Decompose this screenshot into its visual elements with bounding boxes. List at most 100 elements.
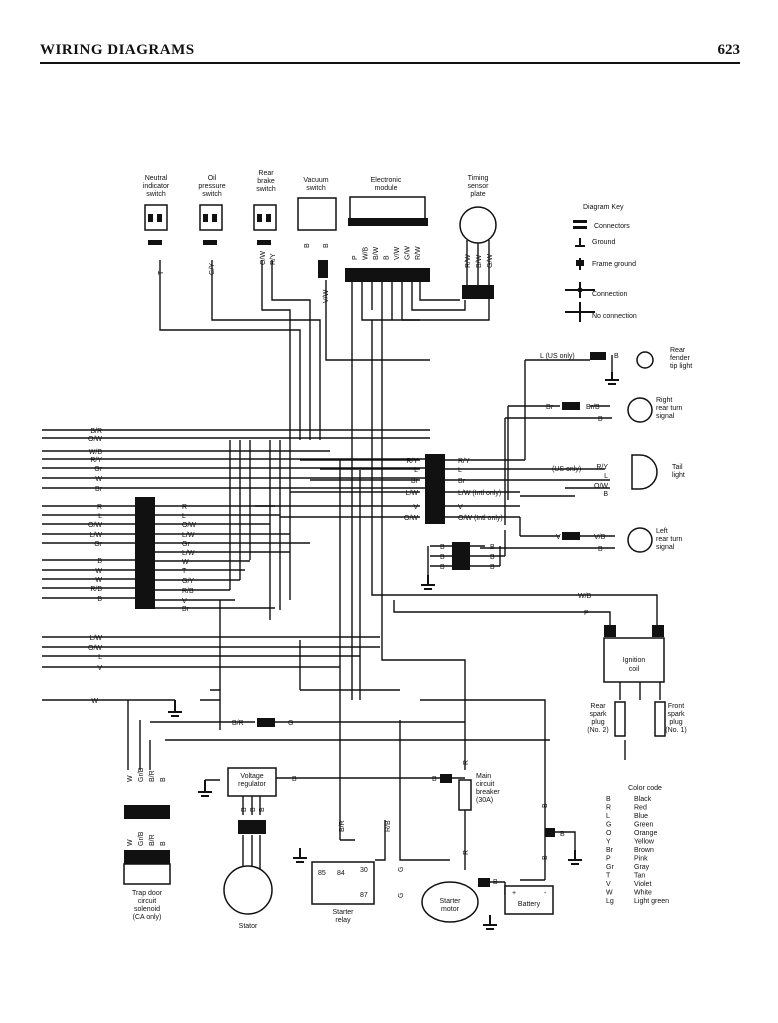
breaker-label: (30A) xyxy=(476,797,493,804)
front-plug-label: spark xyxy=(667,711,685,718)
wire-label: V/W xyxy=(323,289,330,303)
inline-connector xyxy=(257,718,275,727)
wire-label: B/W xyxy=(373,246,380,260)
wire-label: B xyxy=(160,777,167,782)
wire-label: B xyxy=(250,807,257,812)
stator-label: Stator xyxy=(239,923,258,930)
wire-label: Br/B xyxy=(586,404,600,411)
wire-label: B/W xyxy=(476,254,483,268)
main-harness-connector xyxy=(135,497,155,609)
wire-label: G xyxy=(288,720,293,727)
wire-label: O/W xyxy=(88,645,102,652)
wire-label: Br xyxy=(182,606,190,613)
wire-label: R/W xyxy=(465,254,472,268)
color-code-abbrev: O xyxy=(606,830,612,837)
wire-label: W xyxy=(127,775,134,782)
wire-label: W xyxy=(95,577,102,584)
starter-relay-label: relay xyxy=(335,917,351,924)
wire-label: B xyxy=(614,353,619,360)
wire-network xyxy=(42,240,661,895)
wire-label: R/B xyxy=(182,588,194,595)
color-code-name: Yellow xyxy=(634,839,655,846)
wire-label: L xyxy=(182,513,186,520)
wire-label: V xyxy=(182,598,187,605)
wire-label: G/Y xyxy=(209,263,216,275)
wire-label: W xyxy=(91,698,98,705)
trap-door-label: (CA only) xyxy=(133,914,162,921)
front-plug-label: (No. 1) xyxy=(665,727,686,734)
spark-plugs xyxy=(614,701,666,737)
key-item: Frame ground xyxy=(592,261,636,268)
wire-label: P xyxy=(352,255,359,260)
inline-connector xyxy=(545,828,555,837)
wire-label: G xyxy=(398,867,405,872)
wire-label: B xyxy=(432,776,437,783)
wire-label: L xyxy=(604,473,608,480)
label-layer: NeutralindicatorswitchOilpressureswitchR… xyxy=(88,170,692,930)
trap-door-label: circuit xyxy=(138,898,156,905)
color-code-abbrev: V xyxy=(606,881,611,888)
wire-label: B xyxy=(384,255,391,260)
wire-label: B/R xyxy=(232,720,244,727)
wire-label: B/R xyxy=(90,428,102,435)
wire-label: O/W xyxy=(88,436,102,443)
neutral-switch xyxy=(144,204,168,245)
wire-label: T xyxy=(158,270,165,275)
starter-motor-label: Starter xyxy=(439,898,461,905)
wire-label: W xyxy=(127,839,134,846)
vacuum-switch-label: switch xyxy=(306,185,326,192)
tail-light xyxy=(631,454,658,490)
page-number: 623 xyxy=(717,42,741,58)
fender-light-label: tip light xyxy=(670,363,692,370)
module-label: module xyxy=(375,185,398,192)
wire-label: L xyxy=(98,513,102,520)
rear-plug-label: spark xyxy=(589,711,607,718)
neutral-switch-label: Neutral xyxy=(145,175,168,182)
right-turn-label: rear turn xyxy=(656,405,683,412)
wire-label: B xyxy=(292,776,297,783)
timing-sensor-label: sensor xyxy=(467,183,489,190)
wire-label: O/W (Intl only) xyxy=(458,515,503,522)
wire-label: V xyxy=(458,504,463,511)
wire-label: V xyxy=(97,665,102,672)
wire-label: Gr xyxy=(94,541,102,548)
wire-label: L (US only) xyxy=(540,353,575,360)
color-code-name: Green xyxy=(634,822,654,829)
wire-label: R/Y xyxy=(90,457,102,464)
color-code-abbrev: L xyxy=(606,813,610,820)
breaker-label: breaker xyxy=(476,789,500,796)
wire-label: L/W xyxy=(182,550,195,557)
wire-label: W/B xyxy=(89,449,103,456)
color-code-abbrev: Gr xyxy=(606,864,614,871)
trap-door-label: Trap door xyxy=(132,890,163,897)
brake-switch-label: brake xyxy=(257,178,275,185)
diagram-key-symbols xyxy=(565,220,595,322)
wire-label: B xyxy=(440,544,445,551)
voltage-regulator xyxy=(227,767,277,797)
wire-label: R xyxy=(463,760,470,765)
ground-connector xyxy=(452,542,470,570)
battery xyxy=(504,885,554,915)
vacuum-switch xyxy=(297,197,337,278)
wire-label: Gr xyxy=(182,541,190,548)
wire-label: B xyxy=(542,855,549,860)
color-code-name: Pink xyxy=(634,856,648,863)
wire-label: L xyxy=(458,467,462,474)
key-item: No connection xyxy=(592,313,637,320)
timing-sensor-label: plate xyxy=(470,191,485,198)
wire-label: R/B xyxy=(90,586,102,593)
color-code-name: Violet xyxy=(634,881,651,888)
timing-sensor-plate xyxy=(459,206,497,299)
wire-label: G xyxy=(398,893,405,898)
wire-label: V xyxy=(556,534,561,541)
tail-light-label: Tail xyxy=(672,464,683,471)
color-code-abbrev: Br xyxy=(606,847,614,854)
color-code-abbrev: T xyxy=(606,873,611,880)
wire-label: B xyxy=(440,564,445,571)
wire-label: B xyxy=(97,558,102,565)
wire-label: V/W xyxy=(394,246,401,260)
fender-light-label: fender xyxy=(670,355,691,362)
wire-label: O/W xyxy=(404,515,418,522)
wire-label: L xyxy=(98,654,102,661)
